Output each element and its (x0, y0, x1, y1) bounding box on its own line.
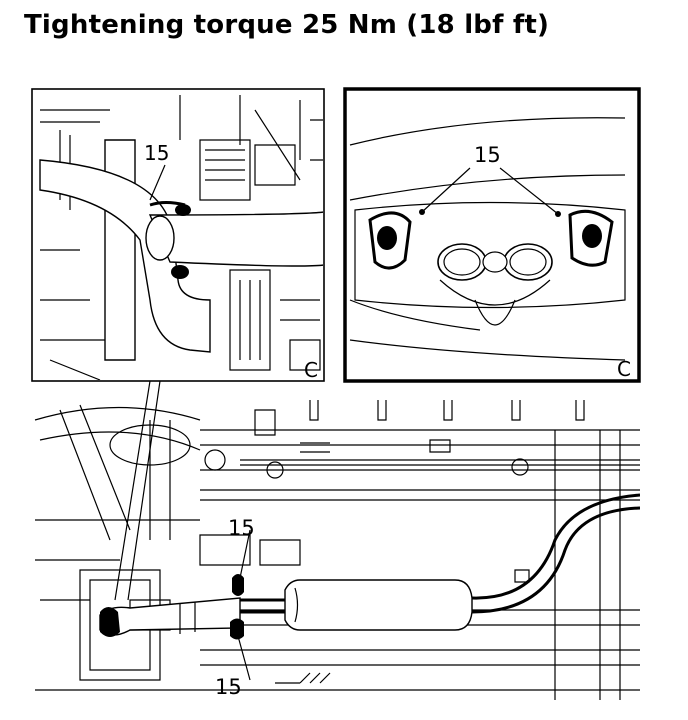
right-inset-corner-mark: C (617, 357, 631, 381)
right-inset: 15 C (343, 87, 641, 383)
main-view: 15 15 (34, 400, 640, 700)
main-callout-15-lower: 15 (215, 675, 242, 699)
inset-leader-lines (114, 380, 161, 601)
left-inset-callout-15: 15 (144, 141, 169, 165)
page-title: Tightening torque 25 Nm (18 lbf ft) (24, 10, 550, 40)
left-inset: 15 C (31, 88, 325, 382)
main-callout-15-upper: 15 (228, 516, 255, 540)
left-inset-corner-mark: C (304, 358, 318, 382)
right-inset-callout-15: 15 (474, 143, 501, 167)
